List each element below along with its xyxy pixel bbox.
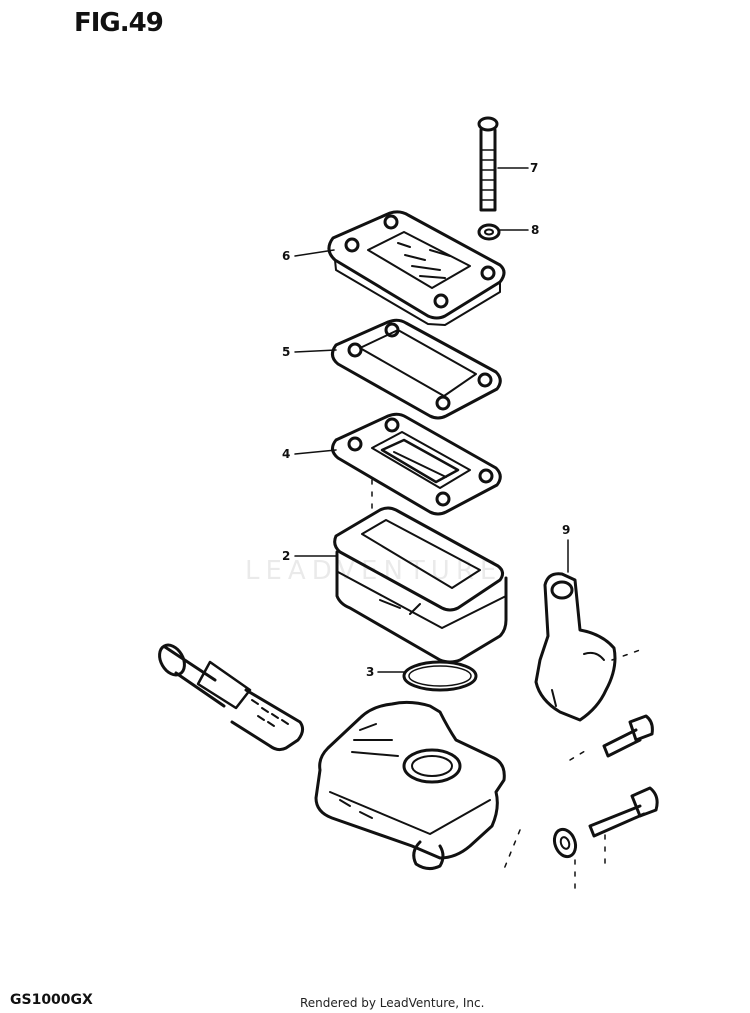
model-code: GS1000GX — [10, 992, 93, 1008]
callout-9: 9 — [562, 523, 570, 537]
callout-3: 3 — [366, 665, 374, 679]
pivot-bolt-upper — [602, 714, 654, 758]
left-piston-fitting — [158, 643, 305, 752]
part-8-washer — [477, 223, 501, 241]
watermark: LEADVENTURE — [245, 556, 503, 586]
callout-7: 7 — [530, 161, 538, 175]
credit-line: Rendered by LeadVenture, Inc. — [300, 996, 485, 1010]
part-4-diaphragm — [331, 412, 502, 516]
part-9-bracket — [534, 572, 617, 722]
figure-title: FIG.49 — [74, 8, 164, 38]
part-7-screw — [477, 116, 499, 212]
part-3-o-ring — [402, 660, 478, 692]
part-6-cap-plate — [327, 210, 506, 326]
part-5-diaphragm-plate — [331, 318, 502, 420]
pivot-bolt-lower — [588, 786, 659, 838]
master-cylinder-body — [314, 700, 506, 871]
callout-2: 2 — [282, 549, 290, 563]
callout-8: 8 — [531, 223, 539, 237]
callout-4: 4 — [282, 447, 290, 461]
callout-6: 6 — [282, 249, 290, 263]
callout-5: 5 — [282, 345, 290, 359]
part-2-reservoir — [333, 506, 508, 664]
lower-washer — [552, 827, 578, 859]
